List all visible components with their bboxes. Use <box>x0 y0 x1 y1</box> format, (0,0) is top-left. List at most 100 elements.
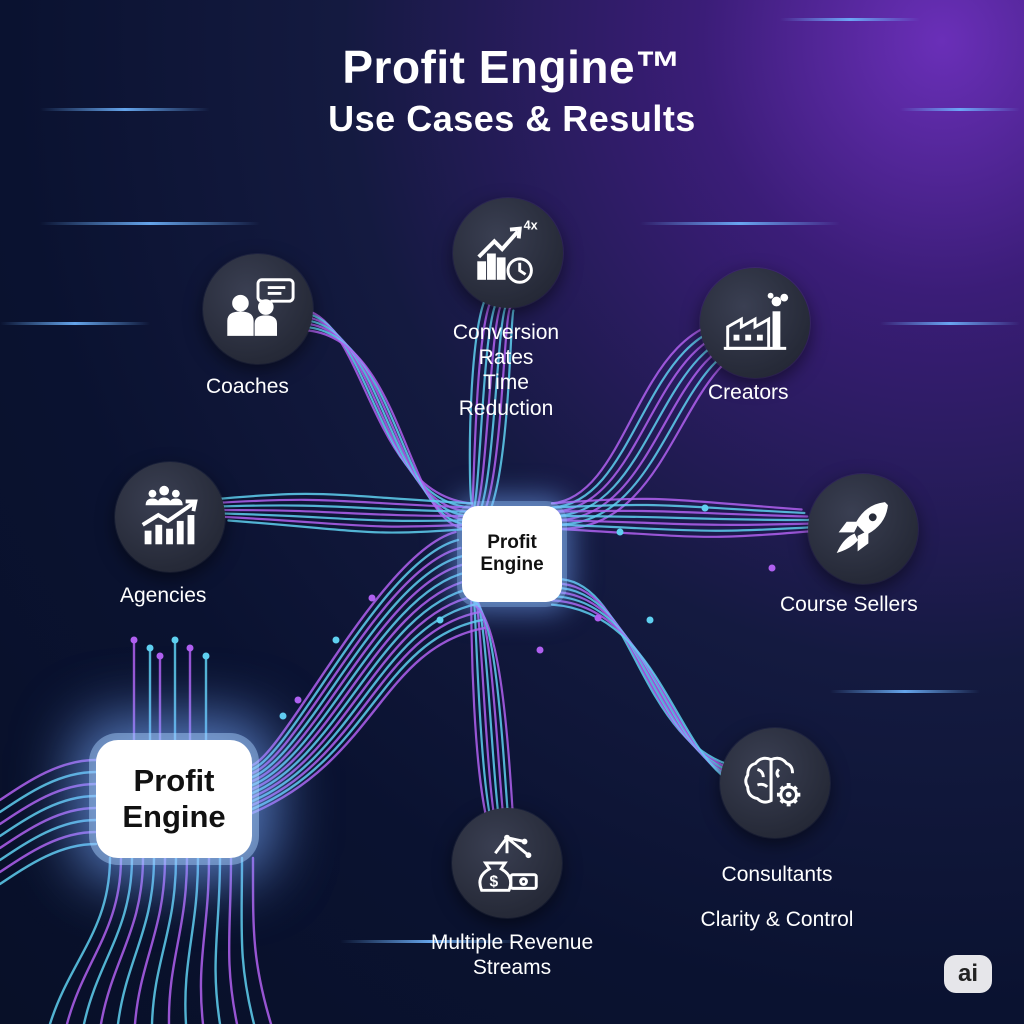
light-streak <box>640 222 840 225</box>
growth-clock-icon: 4x <box>453 198 563 308</box>
wire-dot <box>202 652 210 660</box>
label-creators: Creators <box>708 380 789 405</box>
page-title: Profit Engine™ <box>342 41 682 93</box>
profit-engine-hub-main: Profit Engine <box>96 740 252 858</box>
circuit-wire <box>150 856 178 1024</box>
light-streak <box>40 108 210 111</box>
node-label-line: Time <box>483 371 529 395</box>
circuit-wire <box>248 586 474 796</box>
circuit-wire <box>248 562 467 784</box>
label-revenue: Multiple Revenue Streams <box>412 930 612 980</box>
circuit-wire <box>248 570 469 788</box>
node-label-line: Course Sellers <box>780 593 918 616</box>
money-bag-network-icon: $ <box>452 808 562 918</box>
circuit-wire <box>214 856 222 1024</box>
wire-dot <box>146 644 154 652</box>
label-consultants: Consultants Clarity & Control <box>692 852 862 942</box>
wire-dot <box>768 564 776 572</box>
label-coaches: Coaches <box>206 374 289 399</box>
circuit-wire <box>0 818 98 862</box>
circuit-wire <box>0 806 98 850</box>
node-label-line: Rates <box>478 346 534 370</box>
circuit-wire <box>0 842 98 886</box>
circuit-wire <box>82 856 134 1024</box>
label-agencies: Agencies <box>120 583 206 608</box>
circuit-wire <box>0 794 98 838</box>
circuit-wire <box>240 856 256 1024</box>
light-streak <box>900 108 1020 111</box>
circuit-wire <box>248 530 457 768</box>
wire-dot <box>171 636 179 644</box>
wire-dot <box>646 616 654 624</box>
label-conversion: Conversion Rates Time Reduction <box>444 320 568 421</box>
light-streak <box>880 322 1020 325</box>
circuit-wire <box>307 329 474 530</box>
circuit-wire <box>550 519 814 526</box>
circuit-wire <box>116 856 156 1024</box>
wire-dot <box>616 528 624 536</box>
team-growth-chart-icon <box>115 462 225 572</box>
ai-badge: ai <box>944 955 992 993</box>
circuit-wire <box>133 856 167 1024</box>
circuit-wire <box>248 538 460 772</box>
circuit-wire <box>48 856 112 1024</box>
circuit-wire <box>184 856 200 1024</box>
circuit-wire <box>550 527 820 538</box>
wire-dot <box>332 636 340 644</box>
circuit-wire <box>248 578 472 792</box>
profit-engine-hub-center: Profit Engine <box>462 506 562 602</box>
circuit-wire <box>65 856 123 1024</box>
node-label-line: Agencies <box>120 584 207 607</box>
circuit-wire <box>199 856 211 1024</box>
label-course-sellers: Course Sellers <box>780 592 918 617</box>
circuit-wire <box>99 856 145 1024</box>
circuit-wire <box>550 582 756 775</box>
circuit-wire <box>550 578 753 771</box>
hub-label-line1: Profit <box>133 763 215 799</box>
circuit-wire <box>550 503 806 515</box>
circuit-wire <box>227 856 239 1024</box>
node-label-line: Conversion <box>452 321 560 344</box>
circuit-wire <box>248 594 476 800</box>
hub-label-line2: Engine <box>480 554 544 575</box>
wire-dot <box>130 636 138 644</box>
circuit-wire <box>293 311 474 509</box>
circuit-wire <box>216 504 474 513</box>
rocket-icon <box>808 474 918 584</box>
node-label-line: Streams <box>472 956 552 980</box>
circuit-wire <box>0 758 98 802</box>
node-label-line: Creators <box>708 381 789 404</box>
circuit-wire <box>550 523 817 532</box>
circuit-wire <box>248 626 486 816</box>
circuit-wire <box>224 515 474 528</box>
wire-dot <box>536 646 544 654</box>
wire-dot <box>279 712 287 720</box>
wire-dot <box>294 696 302 704</box>
light-streak <box>780 18 920 21</box>
node-label-line: Coaches <box>206 375 289 398</box>
circuit-wire <box>248 618 484 812</box>
wire-dot <box>186 644 194 652</box>
circuit-wire <box>213 498 474 509</box>
circuit-wire <box>0 770 98 814</box>
badge-4x: 4x <box>524 219 538 233</box>
hub-label-line2: Engine <box>122 799 226 834</box>
circuit-wire <box>0 830 98 874</box>
node-label-line: Consultants <box>721 863 833 886</box>
coaching-chat-icon <box>203 254 313 364</box>
node-label-line: Clarity & Control <box>700 908 854 932</box>
circuit-wire <box>550 586 759 778</box>
brain-gear-icon <box>720 728 830 838</box>
node-label-line: Reduction <box>458 396 554 420</box>
wire-dot <box>701 504 709 512</box>
page-subtitle: Use Cases & Results <box>328 98 696 139</box>
hub-label-line1: Profit <box>487 532 537 554</box>
svg-text:$: $ <box>489 873 498 890</box>
light-streak <box>0 322 150 325</box>
circuit-wire <box>227 519 474 534</box>
wire-dot <box>436 616 444 624</box>
light-streak <box>340 940 520 943</box>
wire-dot <box>594 614 602 622</box>
light-streak <box>40 222 260 225</box>
